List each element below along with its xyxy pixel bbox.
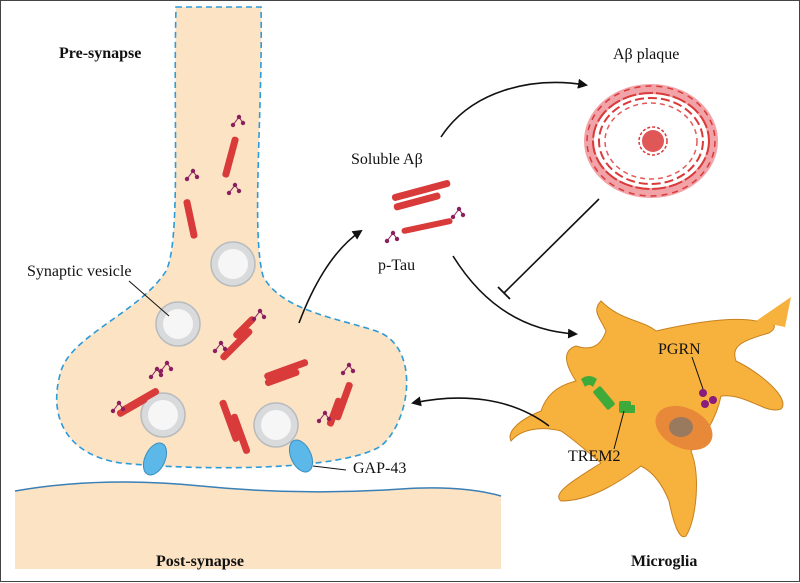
arrow-microglia-to-presynapse bbox=[411, 396, 550, 427]
arrow-presynapse-to-soluble bbox=[298, 229, 363, 324]
synaptic-vesicles bbox=[140, 241, 299, 448]
pgrn-granules bbox=[699, 389, 717, 408]
trem2-receptor bbox=[581, 376, 635, 413]
pre-synapse-label: Pre-synapse bbox=[59, 45, 142, 62]
arrow-ptau-to-microglia bbox=[452, 255, 578, 339]
vesicle bbox=[210, 241, 256, 287]
soluble-abeta-label: Soluble Aβ bbox=[351, 151, 423, 168]
leader-lines bbox=[128, 280, 704, 471]
trem2-label: TREM2 bbox=[568, 448, 621, 465]
soluble-abeta-cluster bbox=[391, 180, 451, 211]
p-tau-label: p-Tau bbox=[378, 257, 416, 274]
pre-synapse-terminal bbox=[56, 6, 408, 469]
vesicle bbox=[155, 301, 201, 347]
amyloid-fibrils-presynapse bbox=[116, 136, 353, 454]
arrow-soluble-to-plaque bbox=[440, 78, 588, 138]
post-synapse-cell bbox=[14, 481, 502, 569]
abeta-plaque bbox=[584, 84, 718, 198]
microglia-nucleus bbox=[655, 405, 713, 451]
post-synapse-label: Post-synapse bbox=[156, 553, 245, 570]
gap43-label: GAP-43 bbox=[353, 460, 407, 477]
microglia-label: Microglia bbox=[631, 553, 698, 570]
synaptic-vesicle-label: Synaptic vesicle bbox=[27, 263, 132, 280]
pathway-arrows bbox=[298, 78, 600, 427]
gap43-proteins bbox=[142, 439, 314, 476]
vesicle bbox=[253, 402, 299, 448]
pgrn-label: PGRN bbox=[658, 341, 701, 358]
microglia-cell bbox=[509, 297, 791, 538]
abeta-plaque-label: Aβ plaque bbox=[613, 46, 680, 63]
vesicle bbox=[140, 392, 186, 438]
inhibition-plaque-to-microglia bbox=[503, 198, 600, 294]
p-tau-cluster bbox=[384, 206, 466, 244]
